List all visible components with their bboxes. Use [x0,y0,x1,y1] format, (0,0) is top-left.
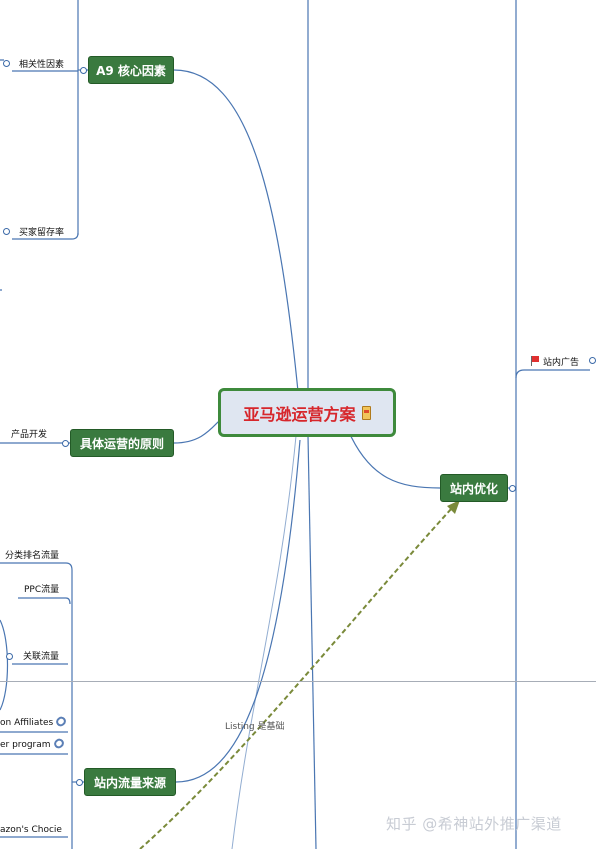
subtopic-product-dev[interactable]: 产品开发 [11,429,47,441]
relationship-line [139,507,453,849]
subtopic-choice[interactable]: azon's Chocie [0,824,62,836]
subtopic-choice-label: azon's Chocie [0,825,62,835]
watermark: 知乎 @希神站外推广渠道 [386,815,562,833]
connector-line [515,369,590,379]
connector-line [173,419,221,444]
topic-a9-factors[interactable]: A9 核心因素 [88,56,174,84]
subtopic-program-label: er program [0,740,51,750]
topic-traffic-label: 站内流量来源 [93,775,166,790]
hyperlink-icon[interactable] [54,714,68,729]
topic-a9-label: A9 核心因素 [96,63,166,78]
root-label: 亚马逊运营方案 [243,404,356,424]
connector-line [307,435,317,849]
connector-line [18,597,71,605]
topic-onsite-label: 站内优化 [449,481,498,496]
topic-principles[interactable]: 具体运营的原则 [70,429,174,457]
subtopic-retention-label: 买家留存率 [19,228,65,238]
relationship-arrowhead [447,500,460,514]
connector-line [173,69,301,413]
collapse-toggle[interactable] [3,228,10,235]
subtopic-product-dev-label: 产品开发 [11,430,48,440]
subtopic-affiliates[interactable]: on Affiliates [0,714,68,729]
connector-line [0,59,4,291]
connector-line [0,562,73,849]
subtopic-retention[interactable]: 买家留存率 [19,227,64,239]
topic-principles-label: 具体运营的原则 [79,436,164,451]
connector-line [231,435,297,849]
subtopic-onsite-ads[interactable]: 站内广告 [531,356,579,369]
connector-line [12,232,79,240]
horizontal-divider [0,681,596,682]
collapse-toggle[interactable] [6,653,13,660]
subtopic-related[interactable]: 关联流量 [23,651,59,663]
subtopic-category-rank[interactable]: 分类排名流量 [5,550,59,562]
root-node[interactable]: 亚马逊运营方案 [218,388,396,437]
note-icon [361,405,371,420]
collapse-toggle[interactable] [62,440,69,447]
subtopic-relevance[interactable]: 相关性因素 [19,59,64,71]
subtopic-category-rank-label: 分类排名流量 [5,551,60,561]
connector-line [0,619,9,711]
subtopic-affiliates-label: on Affiliates [0,718,54,728]
connector-line [347,429,441,489]
flag-icon [531,356,540,366]
topic-traffic-sources[interactable]: 站内流量来源 [84,768,176,796]
subtopic-onsite-ads-label: 站内广告 [543,358,580,368]
subtopic-program[interactable]: er program [0,736,66,751]
collapse-toggle[interactable] [76,779,83,786]
subtopic-ppc[interactable]: PPC流量 [24,584,59,596]
hyperlink-icon[interactable] [51,736,66,751]
topic-onsite-optimization[interactable]: 站内优化 [440,474,508,502]
subtopic-relevance-label: 相关性因素 [19,60,65,70]
collapse-toggle[interactable] [509,485,516,492]
collapse-toggle[interactable] [589,357,596,364]
collapse-toggle[interactable] [80,67,87,74]
subtopic-related-label: 关联流量 [23,652,60,662]
connector-line [175,439,301,783]
collapse-toggle[interactable] [3,60,10,67]
relationship-label[interactable]: Listing 是基础 [225,722,285,732]
subtopic-ppc-label: PPC流量 [24,585,60,595]
